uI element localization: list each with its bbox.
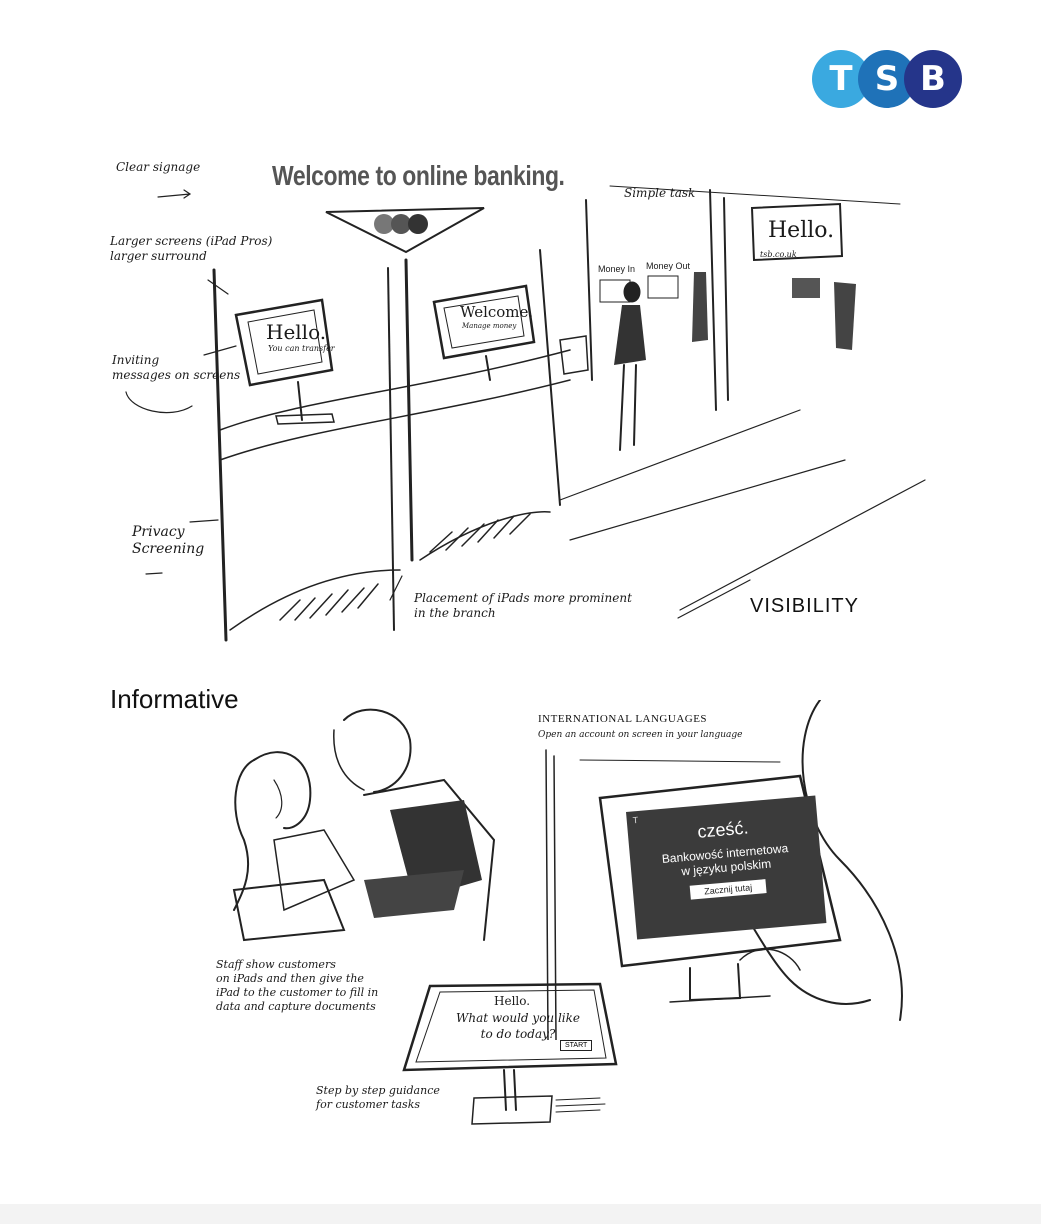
label-simple-task: Simple task <box>624 186 696 200</box>
wall-screen-sub: tsb.co.uk <box>760 250 797 259</box>
label-money-out: Money Out <box>646 261 691 271</box>
label-inviting-messages: Inviting messages on screens <box>112 353 241 382</box>
label-money-in: Money In <box>598 264 636 274</box>
screen-tsb-logo: T <box>632 814 639 826</box>
logo-circle-s: S <box>858 50 916 108</box>
label-larger-screens: Larger screens (iPad Pros) larger surrou… <box>110 234 273 263</box>
label-placement: Placement of iPads more prominent in the… <box>414 591 632 620</box>
international-title: INTERNATIONAL LANGUAGES <box>538 713 708 725</box>
polish-ipad-sketch <box>540 700 920 1040</box>
international-sub: Open an account on screen in your langua… <box>538 730 743 740</box>
logo-circle-b: B <box>904 50 962 108</box>
label-clear-signage: Clear signage <box>116 160 201 174</box>
informative-title: Informative <box>110 684 239 714</box>
tsb-logo: T S B <box>812 50 964 108</box>
staff-note: Staff show customers on iPads and then g… <box>216 958 379 1013</box>
label-privacy-screening: Privacy Screening <box>132 524 205 557</box>
screen-hello-sub: You can transfer <box>268 344 335 353</box>
kiosk-sketch <box>400 980 620 1130</box>
kiosk-hello: Hello. <box>494 994 531 1008</box>
screen-hello-text: Hello. <box>266 320 327 344</box>
welcome-headline: Welcome to online banking. <box>272 160 565 191</box>
screen-welcome-text: Welcome. <box>460 303 534 321</box>
step-note: Step by step guidance for customer tasks <box>316 1084 440 1111</box>
staff-customer-sketch <box>214 700 504 960</box>
branch-sketch <box>100 160 940 650</box>
footer-strip <box>0 1204 1041 1224</box>
visibility-title: VISIBILITY <box>750 595 859 617</box>
screen-welcome-sub: Manage money <box>462 322 517 330</box>
wall-screen-hello: Hello. <box>768 218 835 243</box>
polish-start-button[interactable]: Zacznij tutaj <box>689 879 767 900</box>
kiosk-question: What would you like to do today? <box>456 1011 581 1041</box>
kiosk-start-button[interactable]: START <box>560 1040 593 1051</box>
polish-screen: T cześć. Bankowość internetowa w języku … <box>626 795 827 940</box>
